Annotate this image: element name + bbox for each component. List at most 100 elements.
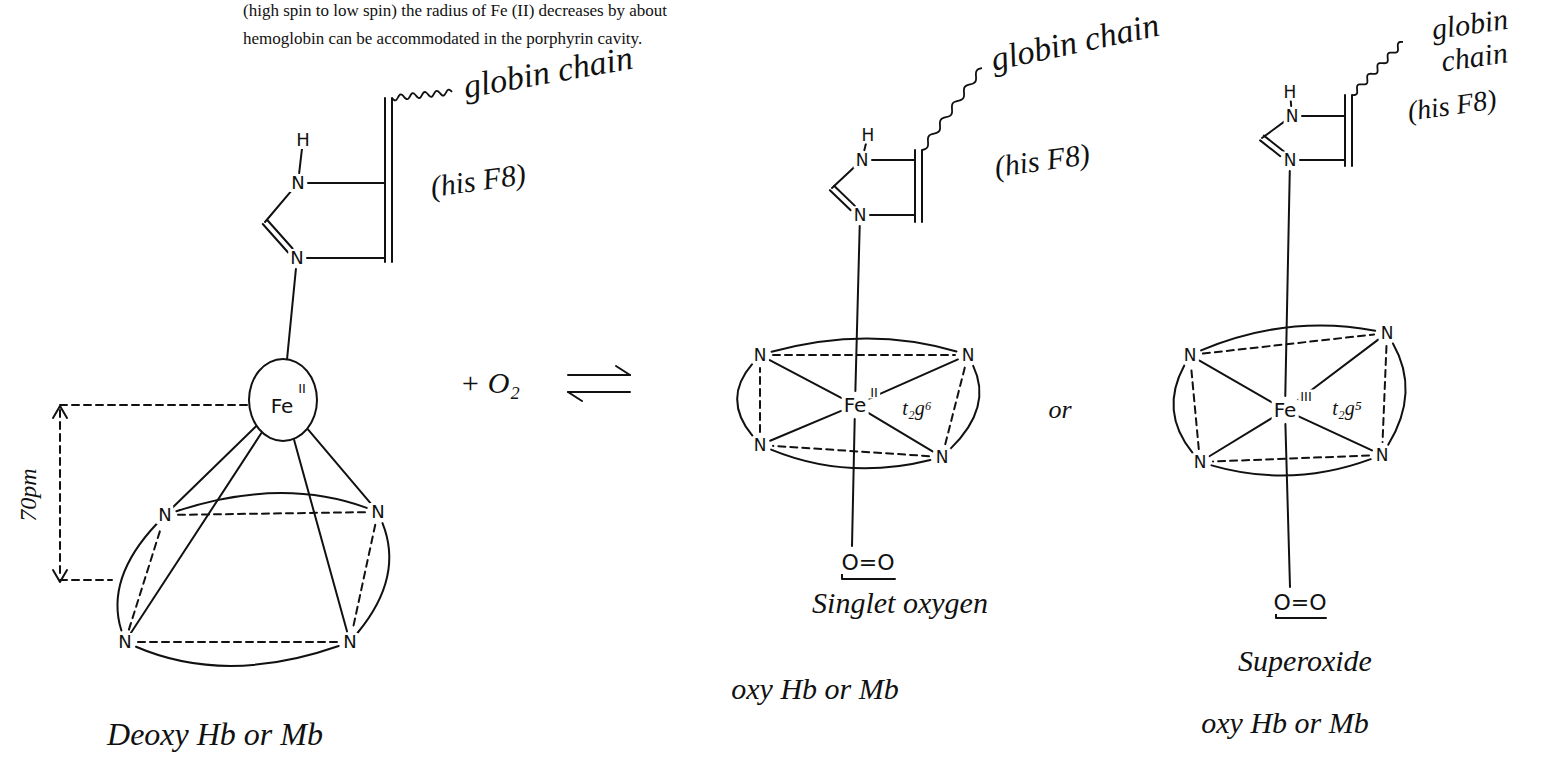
porphyrin-square [178,512,365,515]
ring-double-bond [834,186,855,206]
ring-bond [870,214,915,216]
reactant-label: + O₂ [460,366,520,399]
equilibrium-arrow [616,366,630,375]
equilibrium-arrow [568,374,630,376]
metal-label: Fe [842,395,869,415]
fe-n-bond [770,411,841,441]
atom-label: N [116,633,133,651]
porphyrin-square [1203,334,1374,353]
oxidation-state: II [868,386,880,399]
porphyrin-square [773,446,929,456]
connective-text: or [1048,396,1071,425]
structure-caption: Superoxide [1238,644,1372,677]
fe-n-bond [173,426,256,507]
fe-n-bond [770,360,842,398]
porphyrin-ring [176,493,366,511]
structure-caption: oxy Hb or Mb [731,672,898,705]
chain-label: globin chain [988,6,1163,78]
atom-label: H [860,127,877,144]
residue-label: (his F8) [1406,85,1499,128]
porphyrin-square [1383,346,1387,442]
n-h-bond [864,144,866,151]
ring-double-bond [391,98,393,262]
porphyrin-square [1213,456,1369,462]
atom-label: H [294,131,312,149]
porphyrin-square [1191,368,1199,449]
atom-label: N [854,152,871,169]
ring-bond [265,191,292,222]
atom-label: N [752,437,769,454]
atom-label: N [156,506,173,524]
ring-double-bond [1344,95,1346,166]
fe-n-bond [131,433,261,633]
ring-bond [1302,115,1345,117]
porphyrin-ring [1388,343,1405,444]
structure-drawing [53,42,1406,666]
porphyrin-ring [1173,366,1192,453]
porphyrin-square [945,368,965,445]
structure-caption: oxy Hb or Mb [1201,706,1368,739]
dimension-label: 70pm [15,468,41,521]
porphyrin-ring [737,364,752,436]
atom-label: N [852,207,869,224]
ring-double-bond [1351,95,1353,166]
ring-double-bond [1260,140,1280,156]
ring-double-bond [384,98,386,262]
porphyrin-square [138,641,337,643]
electron-config: t₂g⁵ [1332,397,1361,419]
fe-n-bond [1299,416,1372,450]
fe-o-bond [1285,424,1290,587]
atom-label: N [289,174,306,192]
ring-double-bond [267,220,292,249]
porphyrin-ring [771,450,930,469]
fe-n-bond [1200,361,1272,403]
structure-caption: Deoxy Hb or Mb [107,717,323,752]
atom-label: N [341,633,358,651]
dimension-line [59,410,61,578]
ring-bond [872,159,915,161]
dimension-arrow [53,570,67,582]
chain-label: globin chain [461,39,636,106]
atom-label: N [1192,454,1209,471]
ring-double-bond [921,150,923,222]
equilibrium-arrow [568,392,582,401]
residue-label: (his F8) [428,157,527,203]
ligand-label: O=O [1271,592,1328,614]
atom-label: N [1379,325,1396,342]
proximal-his-bond [1285,171,1290,396]
chain-label: globin chain [1408,0,1536,81]
porphyrin-ring [136,646,339,666]
wavy-chain-link [922,68,982,150]
atom-label: N [1282,152,1299,169]
fe-n-bond [308,429,371,503]
ring-double-bond [914,150,916,222]
metal-circle: Fe II [248,358,318,442]
ring-double-bond [1264,136,1284,152]
wavy-chain-link [392,90,452,101]
fe-o-bond [852,419,855,546]
dimension-line [60,579,112,581]
porphyrin-ring [1212,459,1371,475]
oxidation-state: II [298,382,306,395]
ring-bond [832,167,855,188]
ligand-label: O=O [839,552,896,574]
equilibrium-arrow [568,391,630,393]
metal-label: Fe [1272,400,1299,420]
porphyrin-ring [951,366,980,449]
n-h-bond [299,149,302,173]
residue-label: (his F8) [992,137,1091,183]
atom-label: H [1282,84,1299,101]
metal-label: Fe [271,396,294,416]
atom-label: N [752,347,769,364]
porphyrin-square [129,527,161,629]
atom-label: N [934,449,951,466]
fe-n-bond [1209,418,1272,456]
oxidation-state: III [1298,390,1314,403]
porphyrin-square [773,354,955,356]
fe-n-bond [869,359,958,398]
atom-label: N [960,347,977,364]
fe-n-bond [294,440,347,632]
atom-label: N [288,249,305,267]
porphyrin-ring [1201,325,1375,350]
